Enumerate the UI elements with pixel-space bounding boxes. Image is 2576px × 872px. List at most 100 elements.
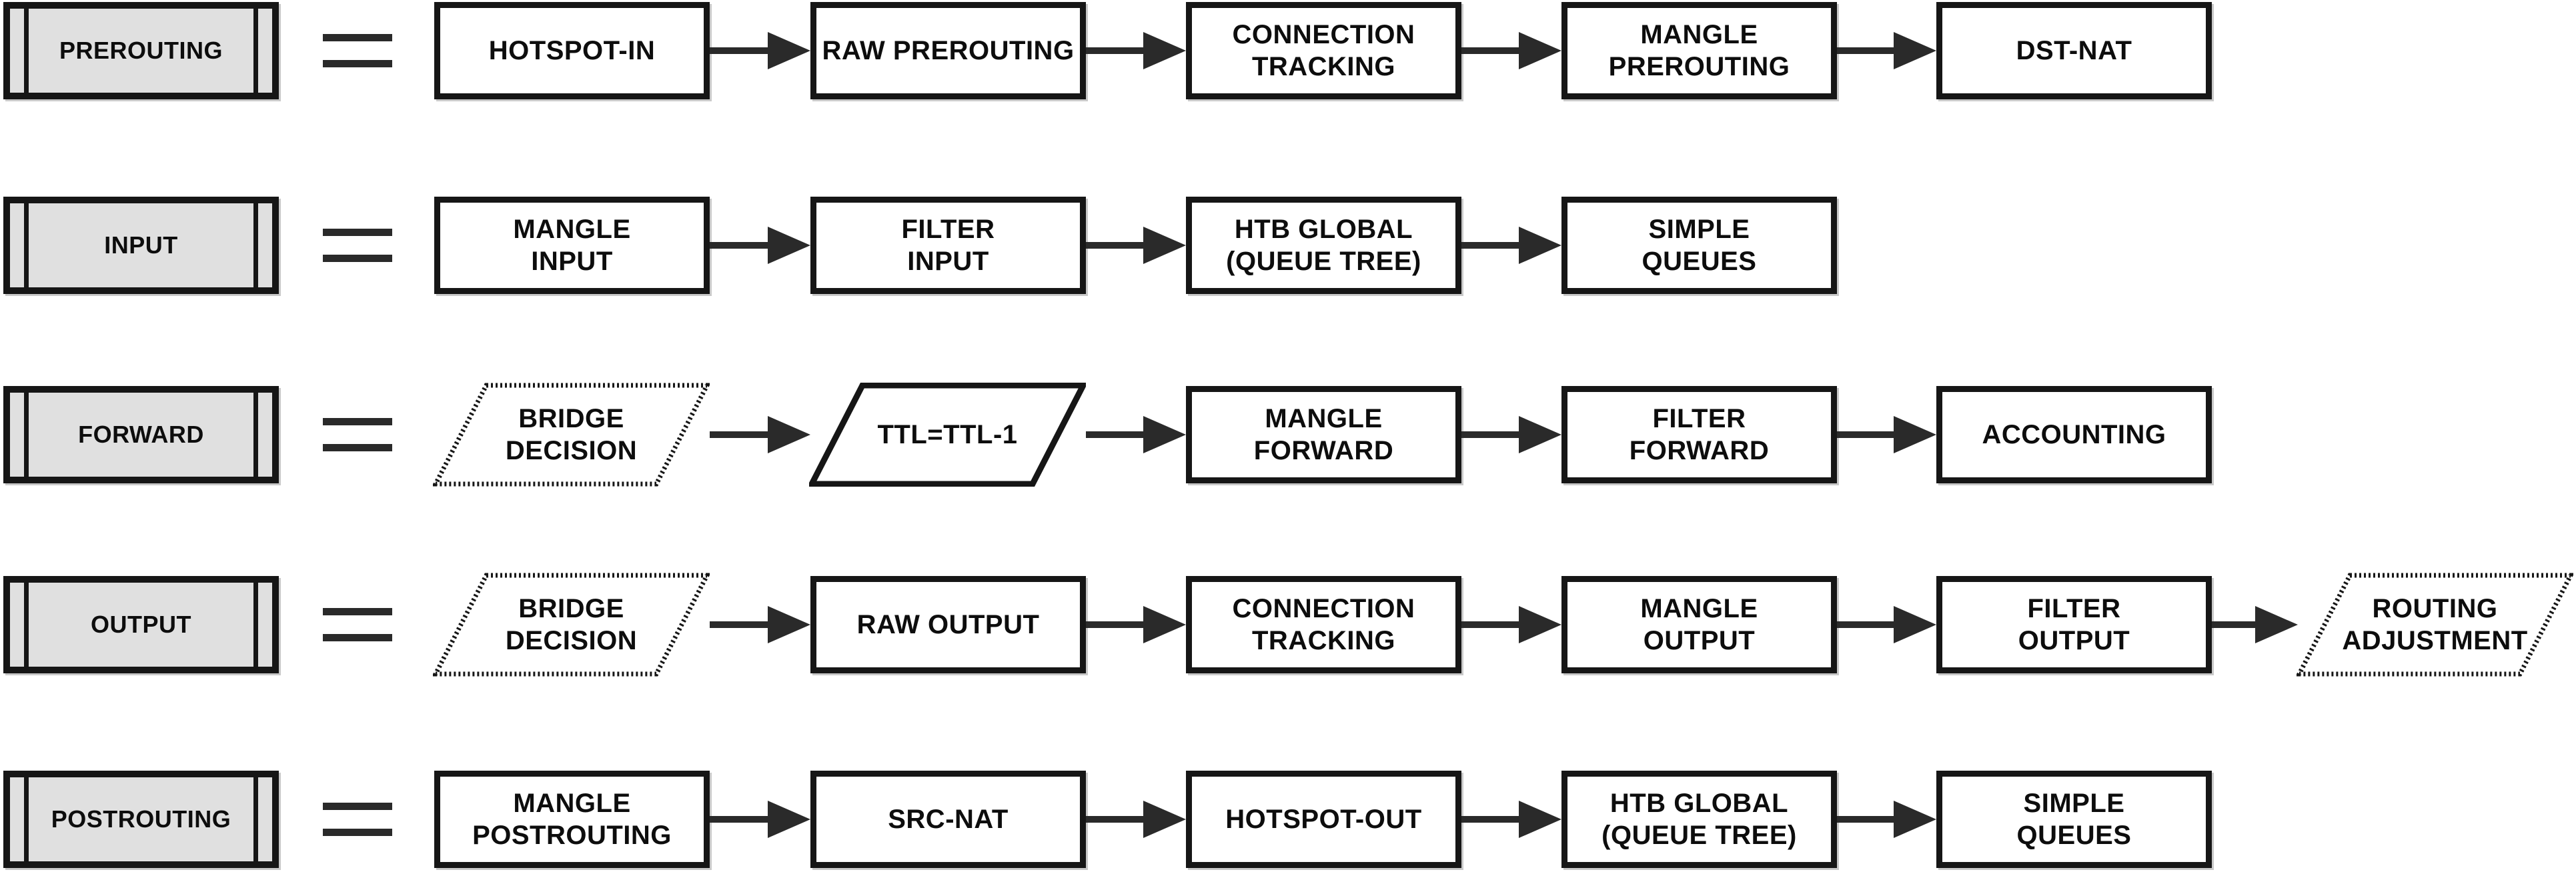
node-label: BRIDGE DECISION	[433, 383, 710, 487]
node-label-line: QUEUES	[2016, 821, 2132, 850]
node-label-line: SIMPLE	[1648, 215, 1750, 244]
arrow-right-icon	[1837, 415, 1936, 455]
flow-node-raw-output: RAW OUTPUT	[810, 576, 1086, 673]
equals-bar	[323, 34, 392, 41]
node-label-line: OUTPUT	[2018, 626, 2130, 655]
node-label-line: ACCOUNTING	[1982, 420, 2166, 449]
equals-bar	[323, 60, 392, 67]
node-label-line: HTB GLOBAL	[1234, 215, 1413, 244]
flow-node-ttl-ttl-1: TTL=TTL-1	[809, 383, 1086, 487]
chain-label-text: FORWARD	[78, 421, 204, 448]
node-label-line: HOTSPOT-IN	[488, 36, 656, 65]
equals-icon	[323, 2, 392, 99]
equals-icon	[323, 197, 392, 294]
chain-label-text: OUTPUT	[91, 611, 191, 638]
node-label-line: MANGLE	[1640, 20, 1758, 49]
arrow-right-icon	[1086, 415, 1186, 455]
flow-node-accounting: ACCOUNTING	[1936, 386, 2212, 483]
node-label-line: TTL=TTL-1	[877, 420, 1018, 449]
arrow-right-icon	[1837, 31, 1936, 71]
chain-row-output: OUTPUT BRIDGE DECISION RAW OUTPUT CONNECTION…	[0, 573, 2576, 677]
node-label-line: POSTROUTING	[472, 821, 672, 850]
chain-label-forward: FORWARD	[3, 386, 279, 483]
node-label-line: CONNECTION	[1232, 594, 1415, 623]
chain-label-input: INPUT	[3, 197, 279, 294]
arrow-right-icon	[710, 415, 810, 455]
node-label-line: DST-NAT	[2016, 36, 2132, 65]
flow-node-bridge-decision: BRIDGE DECISION	[433, 573, 710, 677]
node-label-line: FILTER	[901, 215, 995, 244]
node-label-line: BRIDGE	[518, 404, 624, 433]
equals-icon	[323, 576, 392, 673]
arrow-right-icon	[1461, 415, 1561, 455]
node-label: BRIDGE DECISION	[433, 573, 710, 677]
node-label-line: RAW OUTPUT	[856, 610, 1040, 639]
flow-node-bridge-decision: BRIDGE DECISION	[433, 383, 710, 487]
arrow-right-icon	[710, 605, 810, 645]
node-label-line: PREROUTING	[1608, 52, 1790, 81]
node-label-line: (QUEUE TREE)	[1601, 821, 1797, 850]
node-label-line: FORWARD	[1629, 436, 1770, 465]
chain-label-text: PREROUTING	[59, 37, 223, 64]
node-label-line: HOTSPOT-OUT	[1225, 805, 1422, 834]
arrow-right-icon	[1837, 799, 1936, 839]
arrow-right-icon	[1837, 605, 1936, 645]
node-label-line: OUTPUT	[1643, 626, 1756, 655]
arrow-right-icon	[1086, 799, 1186, 839]
node-label-line: ROUTING	[2372, 594, 2498, 623]
arrow-right-icon	[1461, 605, 1561, 645]
node-label-line: INPUT	[907, 247, 989, 276]
equals-bar	[323, 803, 392, 810]
node-label: TTL=TTL-1	[809, 383, 1086, 487]
flow-node-mangle-output: MANGLE OUTPUT	[1561, 576, 1837, 673]
equals-icon	[323, 386, 392, 483]
arrow-right-icon	[1086, 31, 1186, 71]
arrow-right-icon	[710, 31, 810, 71]
flow-node-raw-prerouting: RAW PREROUTING	[810, 2, 1086, 99]
node-label-line: FILTER	[1652, 404, 1746, 433]
arrow-right-icon	[1461, 225, 1561, 265]
arrow-right-icon	[1086, 225, 1186, 265]
node-label-line: FILTER	[2027, 594, 2121, 623]
arrow-right-icon	[710, 799, 810, 839]
equals-bar	[323, 418, 392, 425]
node-label-line: TRACKING	[1251, 626, 1396, 655]
chain-label-text: INPUT	[104, 231, 178, 259]
node-label-line: BRIDGE	[518, 594, 624, 623]
node-label-line: INPUT	[531, 247, 613, 276]
chain-label-prerouting: PREROUTING	[3, 2, 279, 99]
node-label-line: CONNECTION	[1232, 20, 1415, 49]
flow-node-src-nat: SRC-NAT	[810, 771, 1086, 868]
arrow-right-icon	[1086, 605, 1186, 645]
node-label-line: HTB GLOBAL	[1609, 789, 1789, 818]
flow-node-htb-global-queue-tree: HTB GLOBAL(QUEUE TREE)	[1186, 197, 1461, 294]
flow-node-filter-input: FILTER INPUT	[810, 197, 1086, 294]
node-label-line: DECISION	[505, 626, 638, 655]
node-label-line: DECISION	[505, 436, 638, 465]
node-label-line: FORWARD	[1253, 436, 1394, 465]
chain-label-text: POSTROUTING	[51, 805, 231, 833]
equals-bar	[323, 634, 392, 641]
equals-bar	[323, 444, 392, 451]
flow-node-mangle-prerouting: MANGLE PREROUTING	[1561, 2, 1837, 99]
flow-node-hotspot-out: HOTSPOT-OUT	[1186, 771, 1461, 868]
equals-bar	[323, 229, 392, 236]
node-label-line: SRC-NAT	[888, 805, 1009, 834]
equals-bar	[323, 608, 392, 615]
arrow-right-icon	[1461, 799, 1561, 839]
arrow-right-icon	[2212, 605, 2298, 645]
chain-label-postrouting: POSTROUTING	[3, 771, 279, 868]
node-label-line: MANGLE	[1640, 594, 1758, 623]
flow-node-htb-global-queue-tree: HTB GLOBAL (QUEUE TREE)	[1561, 771, 1837, 868]
chain-label-output: OUTPUT	[3, 576, 279, 673]
